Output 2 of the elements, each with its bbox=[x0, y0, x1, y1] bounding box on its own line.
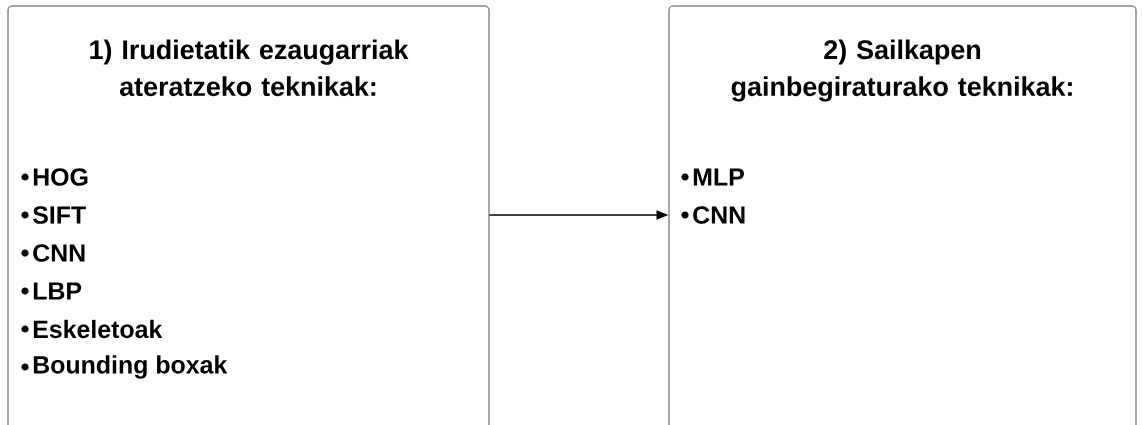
list-box: 1) Irudietatik ezaugarriak ateratzeko teknikak: HOG SIFT CNN LBP Eskeletoak Bounding boxak bbox=[7, 5, 490, 425]
list-box: 2) Sailkapen gainbegiraturako teknikak: MLP CNN bbox=[668, 5, 1137, 425]
